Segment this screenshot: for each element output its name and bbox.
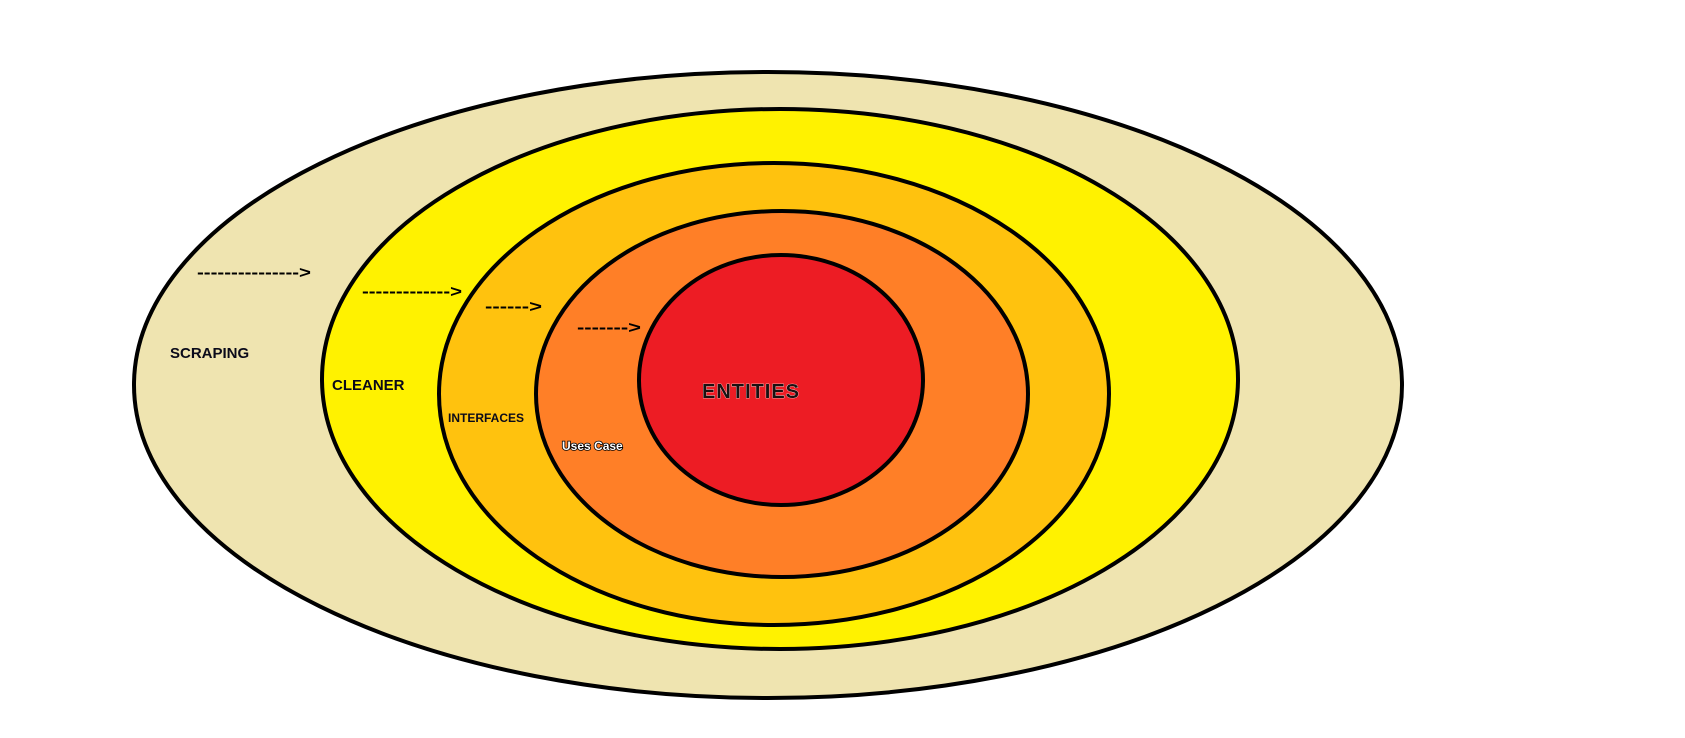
layer-entities-ring [637,253,925,507]
label-cleaner: CLEANER [332,377,405,394]
label-uses-case: Uses Case [562,439,623,453]
label-entities: ENTITIES [702,381,800,403]
arrow-cleaner-to-interfaces: -------------> [362,282,462,301]
arrow-interfaces-to-uses-case: ------> [485,297,542,316]
arrow-scraping-to-cleaner: ---------------> [197,263,311,282]
label-scraping: SCRAPING [170,345,249,362]
arrow-uses-case-to-entities: -------> [577,318,641,337]
label-interfaces: INTERFACES [448,411,524,425]
